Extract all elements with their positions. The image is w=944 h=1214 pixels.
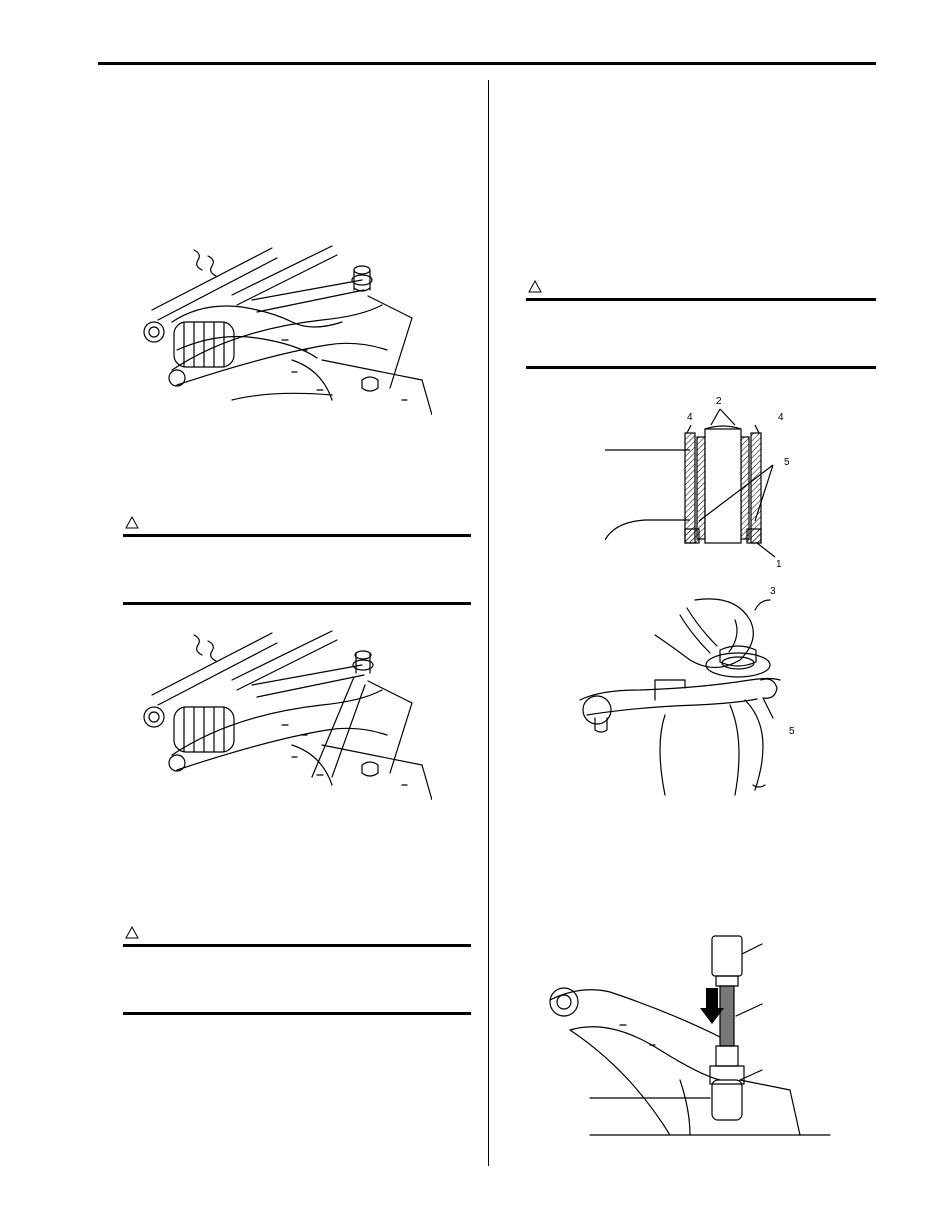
header-rule [98, 62, 876, 65]
warning-bottom-rule [526, 366, 876, 369]
warning-bottom-rule [123, 1012, 471, 1015]
callout-label: 1 [776, 559, 782, 570]
figure-bushing-press [549, 935, 831, 1136]
figure-lower-arm-bolts [143, 630, 432, 800]
warning-top-rule [526, 298, 876, 301]
warning-triangle-icon [125, 516, 139, 529]
callout-label: 4 [778, 412, 784, 423]
warning-top-rule [123, 944, 471, 947]
figure-bushing-cross-section [605, 408, 776, 558]
callout-label: 5 [789, 726, 795, 737]
callout-label: 5 [784, 457, 790, 468]
warning-top-rule [123, 534, 471, 537]
callout-label: 2 [716, 396, 722, 407]
callout-label: 3 [770, 586, 776, 597]
warning-triangle-icon [528, 280, 542, 293]
callout-label: 4 [687, 412, 693, 423]
figure-grinder-on-arm [579, 598, 781, 796]
warning-triangle-icon [125, 926, 139, 939]
figure-lower-arm-installed [143, 245, 432, 415]
column-divider [488, 80, 489, 1166]
warning-bottom-rule [123, 602, 471, 605]
